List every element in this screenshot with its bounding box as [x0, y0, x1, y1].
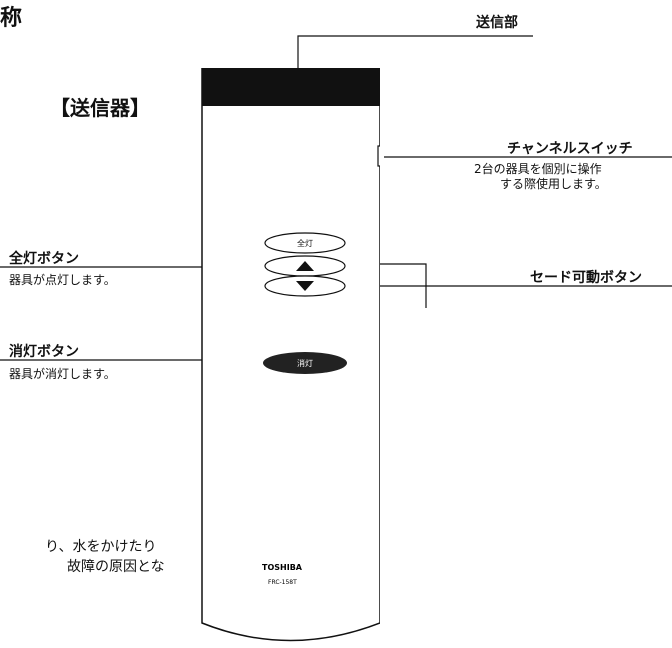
model-number: FRC-158T [268, 579, 297, 586]
triangle-up-icon [296, 261, 314, 271]
all-on-button[interactable]: 全灯 [264, 232, 346, 254]
remote-control: 全灯 消灯 TOSHIBA FRC-158T [201, 68, 380, 642]
note-line-2: 故障の原因とな [67, 559, 165, 575]
shade-down-button[interactable] [264, 275, 346, 297]
triangle-down-icon [296, 281, 314, 291]
page-title: 称 [0, 6, 24, 31]
callout-all-on-desc: 器具が点灯します。 [9, 273, 116, 287]
callout-channel-switch-title: チャンネルスイッチ [507, 141, 633, 157]
channel-switch-nub [377, 145, 380, 167]
transmitter-label: 【送信器】 [50, 96, 150, 120]
transmitter-window [202, 68, 380, 106]
all-on-button-label: 全灯 [297, 238, 313, 248]
shade-up-button[interactable] [264, 255, 346, 277]
callout-channel-switch-desc-1: 2台の器具を個別に操作 [474, 162, 602, 176]
callout-off-title: 消灯ボタン [9, 344, 79, 360]
brand-logo: TOSHIBA [262, 563, 303, 572]
callout-transmitter-part-title: 送信部 [476, 15, 518, 31]
callout-off-desc: 器具が消灯します。 [9, 367, 116, 381]
note-line-1: り、水をかけたり [45, 539, 157, 555]
off-button-label: 消灯 [297, 358, 313, 368]
off-button[interactable]: 消灯 [263, 352, 347, 374]
callout-shade-title: セード可動ボタン [530, 270, 642, 286]
callout-channel-switch-desc-2: する際使用します。 [500, 177, 607, 191]
leader-transmitter-part [297, 35, 533, 68]
callout-all-on-title: 全灯ボタン [9, 251, 79, 267]
